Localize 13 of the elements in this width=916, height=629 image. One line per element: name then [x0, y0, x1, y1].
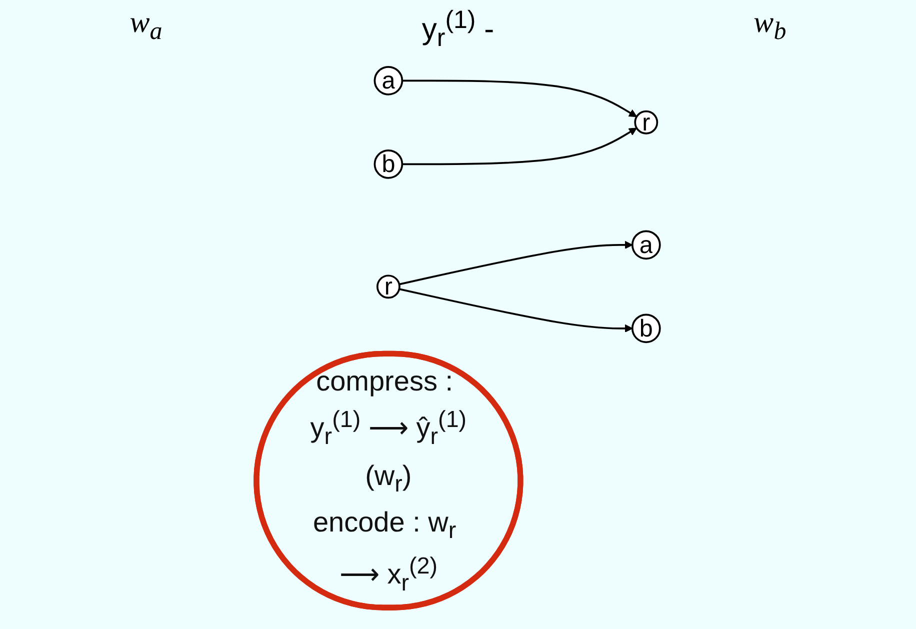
math-label: w$_{a}$	[130, 6, 162, 44]
arrow	[398, 288, 633, 332]
node-circle: b	[374, 148, 403, 178]
math-label: y$_{r}$$^{(1)}$ -	[422, 6, 494, 44]
arrow	[402, 79, 637, 117]
node-circle: b	[631, 313, 661, 343]
node-circle: r	[376, 274, 400, 298]
node-circle: r	[634, 110, 658, 134]
node-circle: a	[374, 65, 403, 95]
arrow	[402, 127, 637, 165]
node-circle: a	[631, 230, 661, 260]
arrow	[398, 240, 633, 285]
math-label: w$_{b}$	[754, 6, 786, 44]
